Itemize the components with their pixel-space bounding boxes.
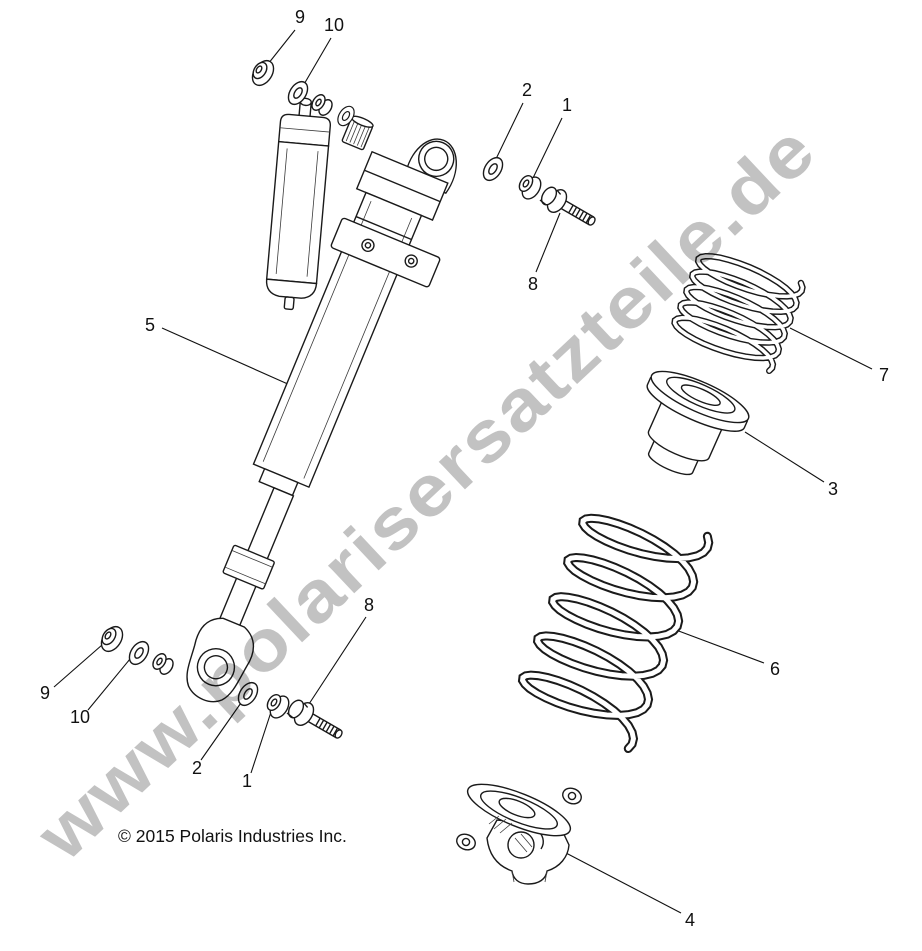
spring-retainer-3	[646, 370, 750, 476]
shock-absorber-5	[186, 115, 457, 703]
leader-lines	[53, 29, 873, 914]
callout-8-bottom: 8	[364, 595, 374, 615]
leader-line	[53, 644, 103, 688]
top-eyelet-hole	[424, 146, 449, 172]
bolt-8-top	[537, 183, 598, 227]
callout-5: 5	[145, 315, 155, 335]
reservoir	[265, 97, 331, 311]
callout-3: 3	[828, 479, 838, 499]
spring7-wire	[672, 254, 805, 373]
callout-10-bottom: 10	[70, 707, 90, 727]
callout-8-top: 8	[528, 274, 538, 294]
copyright-text: © 2015 Polaris Industries Inc.	[118, 826, 347, 846]
spacer-bottom	[149, 650, 177, 678]
callout-6: 6	[770, 659, 780, 679]
leader-line	[494, 102, 524, 162]
leader-line	[532, 117, 563, 179]
lower-eyelet	[186, 617, 255, 703]
leader-line	[535, 212, 561, 273]
preload-spring-7	[671, 252, 806, 375]
leader-line	[302, 37, 332, 87]
callout-9-bottom: 9	[40, 683, 50, 703]
leader-line	[308, 616, 367, 705]
leader-line	[744, 431, 825, 483]
spring6-wire	[519, 515, 712, 752]
leader-line	[200, 699, 244, 761]
callout-1-top: 1	[562, 95, 572, 115]
washer-10-bottom	[124, 637, 154, 669]
bump-collar	[222, 544, 275, 590]
leader-line	[267, 29, 296, 65]
leader-line	[565, 852, 682, 914]
leader-line	[250, 711, 272, 774]
leader-line	[789, 327, 873, 370]
callout-2-top: 2	[522, 80, 532, 100]
spacer-top	[308, 91, 336, 119]
watermark-text: www.polarisersatzteile.de	[21, 109, 831, 877]
callout-7: 7	[879, 365, 889, 385]
lower-spring-mount-4	[456, 783, 582, 885]
callout-4: 4	[685, 910, 695, 930]
bolt-8-bottom	[284, 696, 345, 740]
callout-2-bottom: 2	[192, 758, 202, 778]
main-spring-6	[517, 513, 714, 754]
leader-line	[161, 327, 300, 390]
callout-1-bottom: 1	[242, 771, 252, 791]
flange-screw-9-bottom	[96, 622, 128, 656]
leader-line	[675, 629, 765, 664]
callout-9-top: 9	[295, 7, 305, 27]
leader-line	[87, 658, 131, 711]
callout-10-top: 10	[324, 15, 344, 35]
callouts: 9 10 2 1 8 5 7 3 6 8 9 10 2 1 4	[40, 7, 889, 930]
reservoir-clamp-bracket	[330, 217, 441, 288]
flange-screw-9-top	[247, 56, 279, 90]
flange-nut-1-top	[515, 172, 546, 204]
washer-2-top	[478, 153, 508, 185]
